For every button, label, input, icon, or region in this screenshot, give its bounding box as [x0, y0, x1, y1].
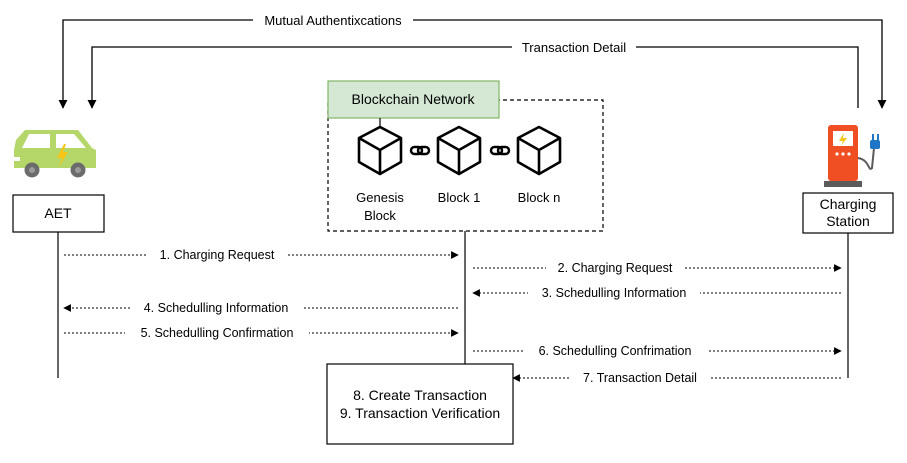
charging-station-label-line1: Charging [820, 196, 877, 212]
message-5-label: 5. Schedulling Confirmation [141, 326, 294, 340]
blockchain-network: Blockchain Network Genesis Block Block 1 [327, 80, 604, 232]
charging-station-box: Charging Station [802, 192, 894, 234]
blockchain-header [327, 80, 500, 119]
mutual-authentication-label: Mutual Authentixcations [264, 13, 402, 28]
genesis-block-label-line1: Genesis [356, 190, 404, 205]
transaction-verification-label: 9. Transaction Verification [340, 405, 500, 421]
message-1-label: 1. Charging Request [160, 248, 275, 262]
genesis-block-label-line2: Block [364, 208, 396, 223]
transaction-detail-arrow: Transaction Detail [87, 40, 859, 109]
message-3: 3. Schedulling Information [472, 286, 841, 300]
aet-box: AET [12, 194, 105, 233]
message-4: 4. Schedulling Information [63, 301, 458, 315]
message-3-label: 3. Schedulling Information [542, 286, 687, 300]
transaction-detail-label: Transaction Detail [522, 40, 626, 55]
block-n-label: Block n [518, 190, 561, 205]
message-2-label: 2. Charging Request [558, 261, 673, 275]
mutual-authentication-arrow: Mutual Authentixcations [58, 13, 887, 109]
message-7-label: 7. Transaction Detail [583, 371, 697, 385]
electric-car-icon [14, 130, 96, 178]
chain-link-icon [489, 145, 511, 156]
charging-station-icon [824, 125, 880, 187]
genesis-block-cube-icon [357, 125, 403, 176]
message-4-label: 4. Schedulling Information [144, 301, 289, 315]
transaction-process-box: 8. Create Transaction 9. Transaction Ver… [326, 363, 514, 445]
message-7: 7. Transaction Detail [512, 371, 841, 385]
charging-station-label-line2: Station [826, 213, 870, 229]
create-transaction-label: 8. Create Transaction [353, 387, 487, 403]
chain-link-icon [409, 145, 431, 156]
message-1: 1. Charging Request [64, 248, 459, 262]
aet-label: AET [44, 205, 72, 221]
blockchain-title: Blockchain Network [352, 91, 476, 107]
message-6: 6. Schedulling Confrimation [473, 344, 842, 358]
block-1-cube-icon [436, 125, 482, 176]
block-n-cube-icon [516, 125, 562, 176]
message-2: 2. Charging Request [473, 261, 842, 275]
message-6-label: 6. Schedulling Confrimation [539, 344, 692, 358]
block-1-label: Block 1 [438, 190, 481, 205]
message-5: 5. Schedulling Confirmation [64, 326, 459, 340]
